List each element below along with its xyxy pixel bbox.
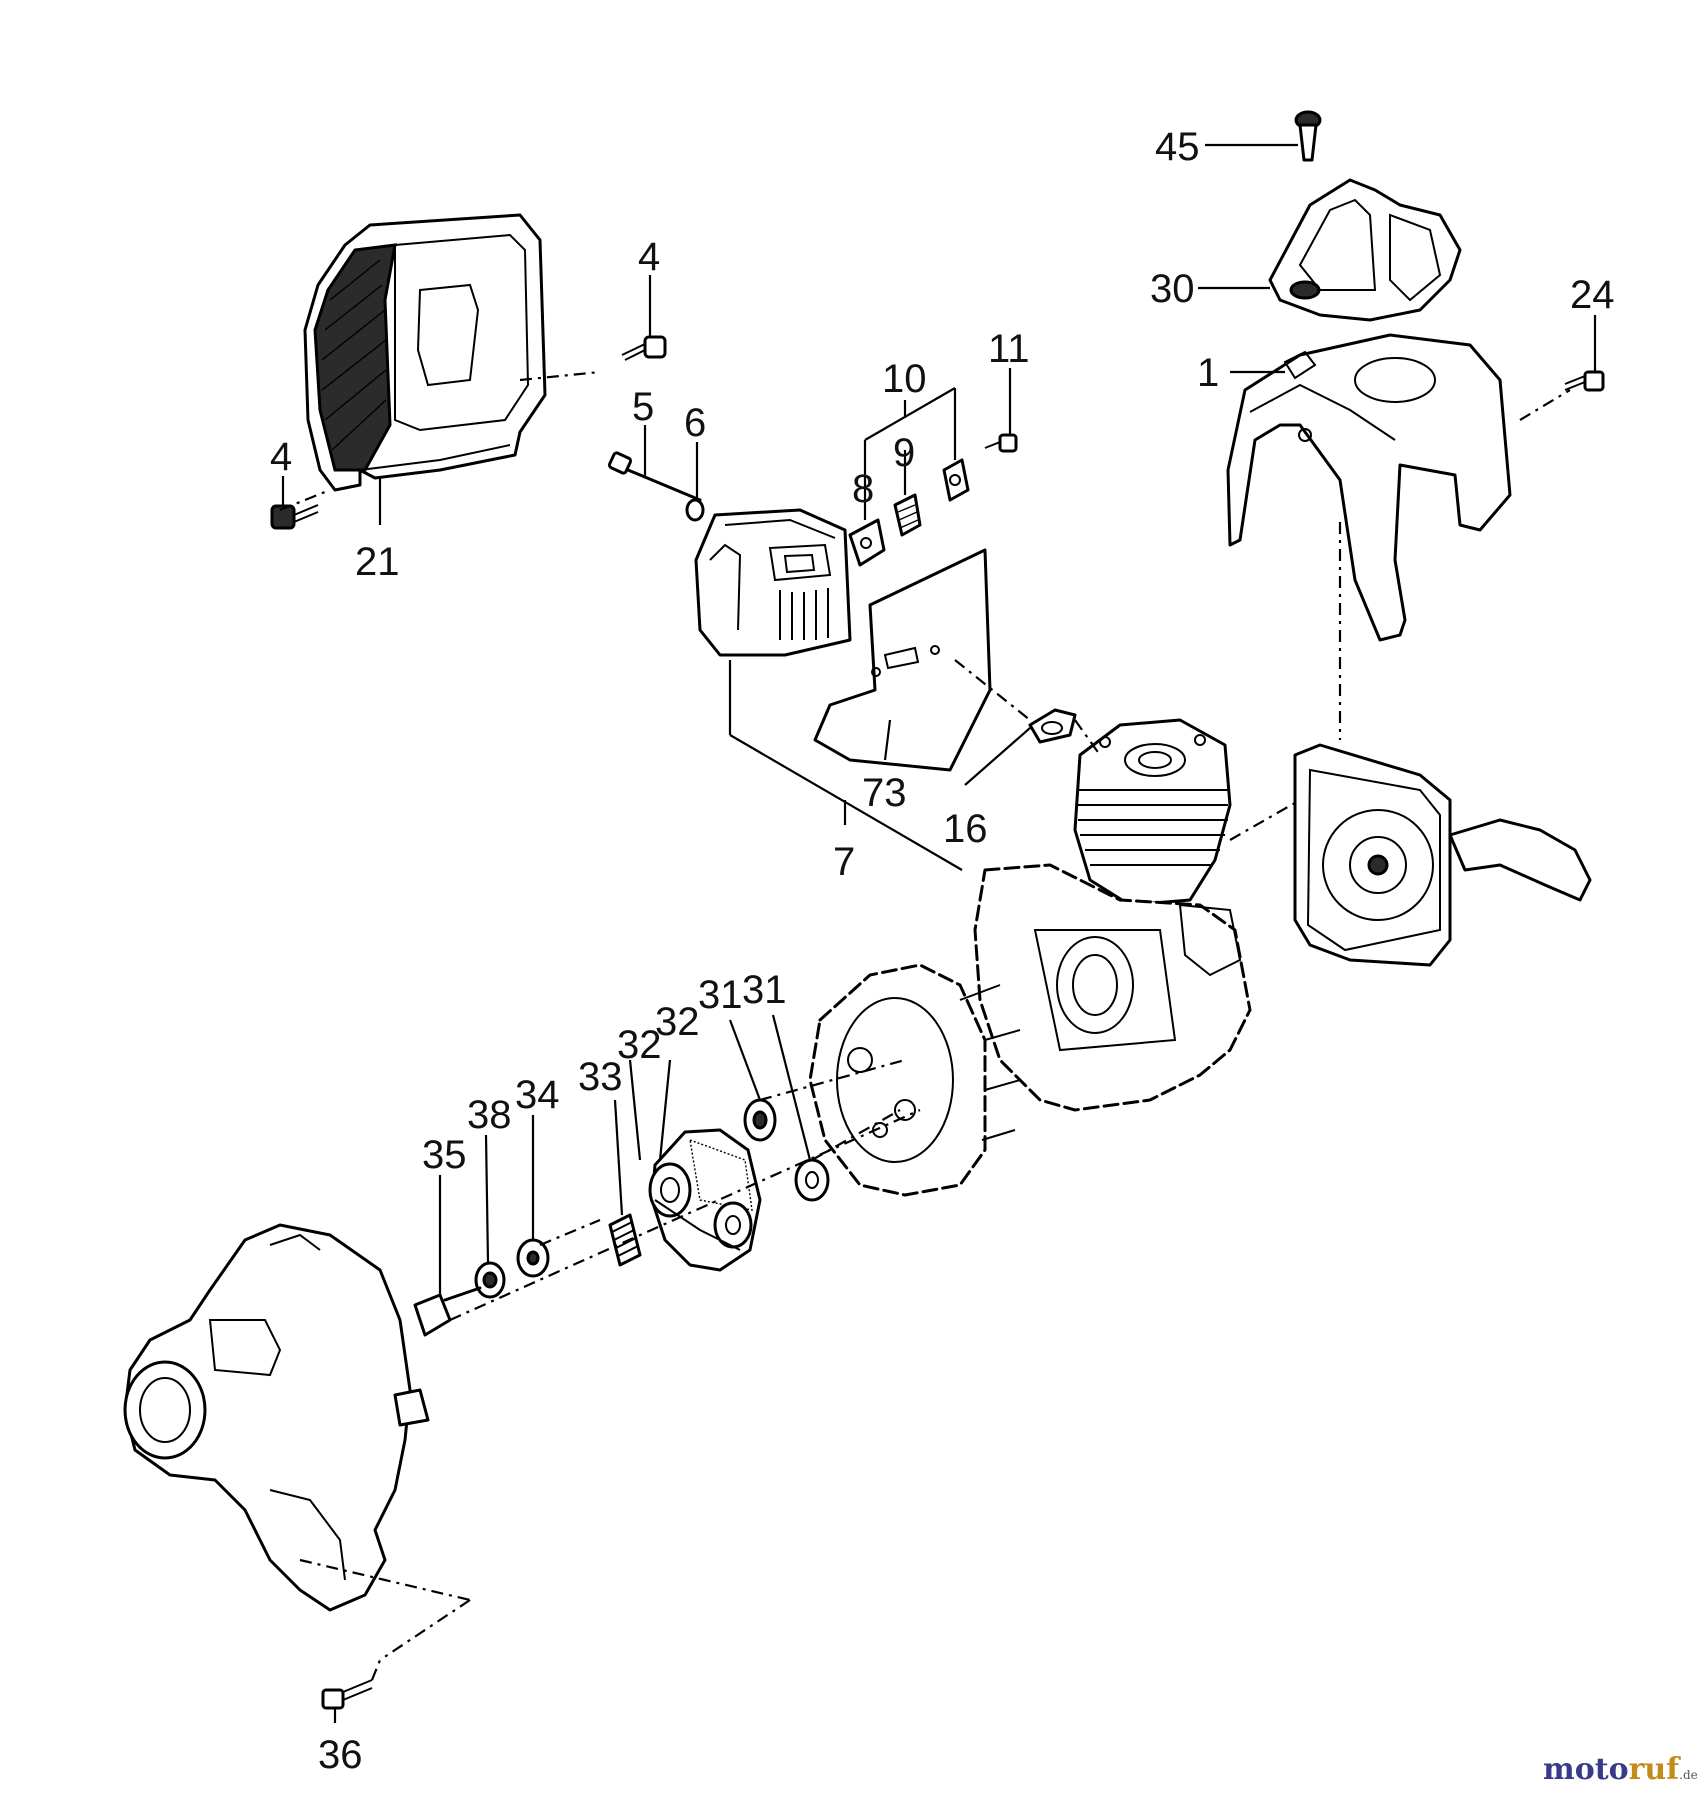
label-6: 6: [684, 401, 706, 445]
part-32-clutch-assembly[interactable]: [648, 1128, 762, 1272]
part-24-bolt[interactable]: [1564, 370, 1605, 392]
part-8-gasket[interactable]: [848, 518, 886, 567]
leader-lines: [281, 143, 1597, 1723]
label-31-right: 31: [742, 968, 787, 1012]
label-35: 35: [422, 1133, 467, 1177]
label-1: 1: [1197, 351, 1219, 395]
label-73: 73: [862, 771, 907, 815]
label-7: 7: [833, 840, 855, 884]
label-16: 16: [943, 807, 988, 851]
label-31-left: 31: [698, 973, 743, 1017]
label-21: 21: [355, 540, 400, 584]
gear-case-housing: [123, 1223, 430, 1612]
part-10-plate[interactable]: [942, 458, 970, 502]
part-21-cover[interactable]: [303, 213, 547, 492]
part-31-washer-lower[interactable]: [794, 1158, 830, 1202]
part-16-gasket[interactable]: [1028, 708, 1077, 744]
label-30: 30: [1150, 267, 1195, 311]
recoil-starter: [1293, 743, 1592, 967]
label-32-right: 32: [655, 1000, 700, 1044]
label-32-left: 32: [617, 1023, 662, 1067]
part-73-heat-shield[interactable]: [813, 548, 992, 772]
label-38: 38: [467, 1093, 512, 1137]
label-11: 11: [988, 327, 1030, 371]
part-45-screw[interactable]: [1294, 110, 1322, 162]
label-24: 24: [1570, 273, 1615, 317]
alignment-lines: [279, 370, 1571, 1681]
part-6-washer[interactable]: [685, 498, 705, 522]
part-38-washer[interactable]: [474, 1261, 506, 1299]
part-33-clutch-spring[interactable]: [608, 1213, 642, 1267]
part-9-spark-arrester[interactable]: [893, 493, 922, 537]
label-8: 8: [852, 467, 874, 511]
part-1-cylinder-cover[interactable]: [1226, 333, 1512, 642]
engine-crankcase: [973, 863, 1252, 1112]
watermark-part1: moto: [1543, 1752, 1629, 1787]
part-35-bolt[interactable]: [413, 1286, 482, 1337]
label-5: 5: [632, 385, 654, 429]
watermark-suffix: .de: [1679, 1768, 1698, 1782]
part-30-top-cap[interactable]: [1268, 178, 1462, 322]
label-10: 10: [882, 357, 927, 401]
label-33: 33: [578, 1055, 623, 1099]
label-4-upper: 4: [638, 235, 660, 279]
part-4-bolt-upper[interactable]: [621, 335, 667, 361]
part-36-bolt[interactable]: [321, 1679, 373, 1710]
label-4-lower: 4: [270, 435, 292, 479]
part-4-bolt-lower[interactable]: [270, 504, 319, 530]
part-31-washer-upper[interactable]: [743, 1098, 777, 1142]
label-9: 9: [893, 431, 915, 475]
label-45: 45: [1155, 125, 1200, 169]
part-5-muffler-bolt[interactable]: [607, 451, 702, 502]
part-11-bolt[interactable]: [984, 433, 1018, 453]
watermark-logo: motoruf.de: [1543, 1752, 1698, 1787]
part-7-muffler[interactable]: [694, 508, 852, 657]
watermark-part2: ruf: [1628, 1752, 1680, 1787]
engine-cylinder: [1073, 718, 1232, 907]
label-36: 36: [318, 1733, 363, 1777]
label-34: 34: [515, 1073, 560, 1117]
part-number-labels: 45 30 1 24 4 4 21 5 6 10 8 9 11 73 16 7 …: [270, 125, 1615, 1777]
part-34-washer[interactable]: [516, 1238, 550, 1278]
